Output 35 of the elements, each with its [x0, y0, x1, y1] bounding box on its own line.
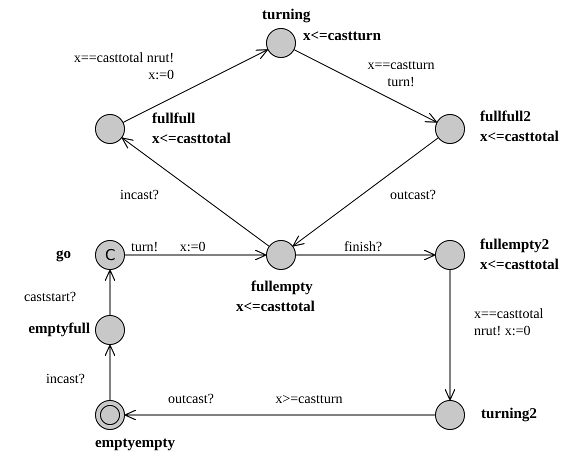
edge-label: x==casttotal nrut! x:=0	[72, 50, 174, 84]
state-name: fullempty2	[480, 236, 550, 254]
transition-arrow	[124, 409, 436, 421]
state-invariant: x<=casttotal	[152, 130, 231, 148]
transition-arrow	[104, 344, 116, 400]
edge-label: finish?	[344, 239, 382, 256]
transition-arrow	[104, 269, 116, 316]
state-name: turning	[262, 6, 310, 24]
edge-label: incast?	[120, 187, 159, 204]
edge-label: x==casttotal nrut! x:=0	[474, 306, 544, 340]
transition-arrow	[122, 49, 268, 123]
committed-mark: C	[105, 247, 116, 263]
state-invariant: x<=casttotal	[236, 298, 315, 316]
state-name: turning2	[481, 405, 537, 423]
edge-label: incast?	[46, 371, 85, 388]
state-name: go	[56, 245, 71, 263]
transition-arrow	[294, 49, 438, 123]
transition-arrow	[122, 137, 270, 247]
state-name: fullempty	[251, 278, 313, 296]
edge-label: outcast? x>=castturn	[168, 391, 342, 408]
state-invariant: x<=castturn	[303, 27, 381, 45]
transition-arrow	[444, 270, 456, 401]
transition-arrow	[292, 137, 438, 247]
state-name: emptyempty	[95, 434, 175, 452]
edge-label: caststart?	[24, 289, 76, 306]
state-name: emptyfull	[27, 320, 90, 338]
state-invariant: x<=casttotal	[480, 256, 559, 274]
edge-label: outcast?	[390, 187, 436, 204]
transition-arrow	[124, 249, 267, 261]
state-name: fullfull	[152, 110, 196, 128]
edge-label: turn! x:=0	[131, 239, 206, 256]
edge-label: x==castturn turn!	[366, 57, 436, 91]
state-name: fullfull2	[480, 108, 531, 126]
state-invariant: x<=casttotal	[480, 128, 559, 146]
transition-arrow	[296, 249, 436, 261]
